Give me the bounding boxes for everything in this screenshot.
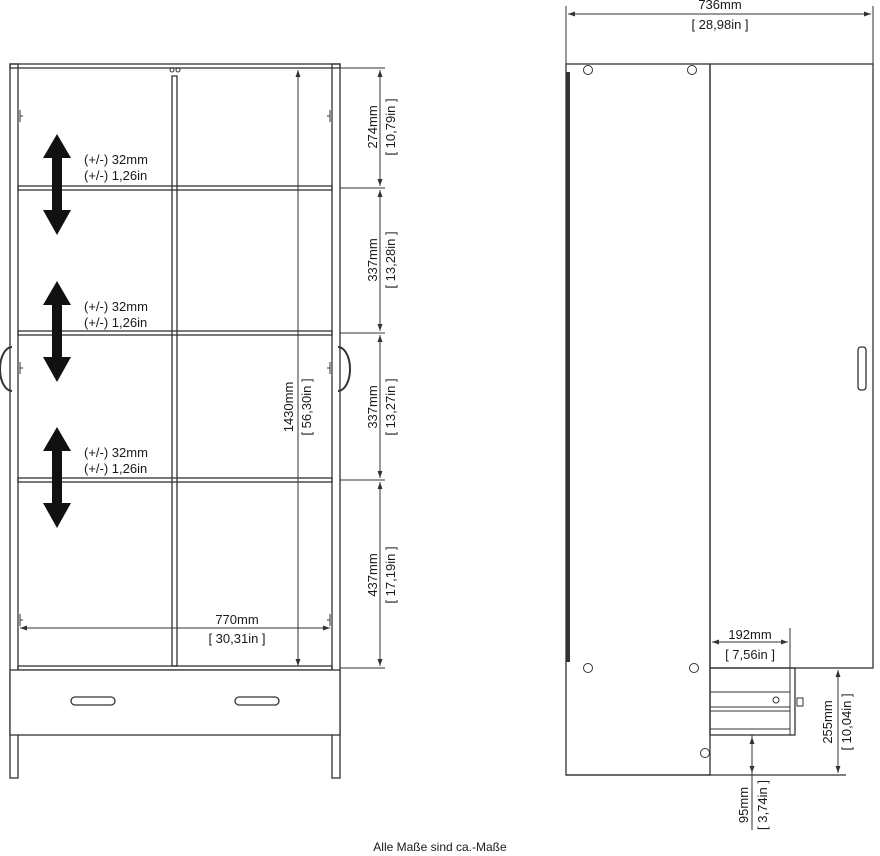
shelf-adjust-in: (+/-) 1,26in [84, 461, 147, 476]
footer-note: Alle Maße sind ca.-Maße [373, 840, 507, 854]
shelf-adjust-mm: (+/-) 32mm [84, 152, 148, 167]
shelf-adjust-mm: (+/-) 32mm [84, 299, 148, 314]
depth-in: [ 28,98in ] [691, 17, 748, 32]
hanging-rail [171, 75, 178, 667]
shelf [17, 185, 333, 191]
drawer-handle [234, 696, 280, 706]
front-view: (+/-) 32mm (+/-) 1,26in (+/-) 32mm (+/-)… [0, 63, 398, 779]
side-panel [565, 63, 711, 776]
double-arrow-icon [43, 281, 71, 382]
inner-width-in: [ 30,31in ] [208, 631, 265, 646]
compartment-4-mm: 437mm [365, 553, 380, 596]
double-arrow-icon [43, 427, 71, 528]
compartment-1-in: [ 10,79in ] [383, 98, 398, 155]
drawer-height-in: [ 10,04in ] [839, 693, 854, 750]
compartment-2-in: [ 13,28in ] [383, 231, 398, 288]
double-arrow-icon [43, 134, 71, 235]
top-panel [9, 63, 341, 69]
shelf [17, 330, 333, 336]
shelf-adjust-in: (+/-) 1,26in [84, 168, 147, 183]
shelf-adjust-mm: (+/-) 32mm [84, 445, 148, 460]
inner-height-in: [ 56,30in ] [299, 378, 314, 435]
inner-width-mm: 770mm [215, 612, 258, 627]
drawer-extended [709, 667, 796, 736]
right-side-panel [331, 63, 341, 779]
side-view: 736mm [ 28,98in ] 192mm [ 7,56in ] 255mm… [565, 0, 874, 830]
drawer-depth-mm: 192mm [728, 627, 771, 642]
inner-height-mm: 1430mm [281, 382, 296, 433]
compartment-2-mm: 337mm [365, 238, 380, 281]
compartment-3-mm: 337mm [365, 385, 380, 428]
plinth-height-mm: 95mm [736, 787, 751, 823]
drawer-depth-in: [ 7,56in ] [725, 647, 775, 662]
door-side [709, 63, 874, 669]
shelf [17, 477, 333, 483]
door-handle [857, 346, 867, 391]
shelf-adjust-arrows [43, 134, 71, 528]
drawer-handle [70, 696, 116, 706]
compartment-1-mm: 274mm [365, 105, 380, 148]
depth-mm: 736mm [698, 0, 741, 12]
shelf-adjust-in: (+/-) 1,26in [84, 315, 147, 330]
plinth-height-in: [ 3,74in ] [755, 780, 770, 830]
left-side-panel [9, 63, 19, 779]
drawer-front [9, 669, 341, 736]
compartment-4-in: [ 17,19in ] [383, 546, 398, 603]
drawer-height-mm: 255mm [820, 700, 835, 743]
compartment-3-in: [ 13,27in ] [383, 378, 398, 435]
